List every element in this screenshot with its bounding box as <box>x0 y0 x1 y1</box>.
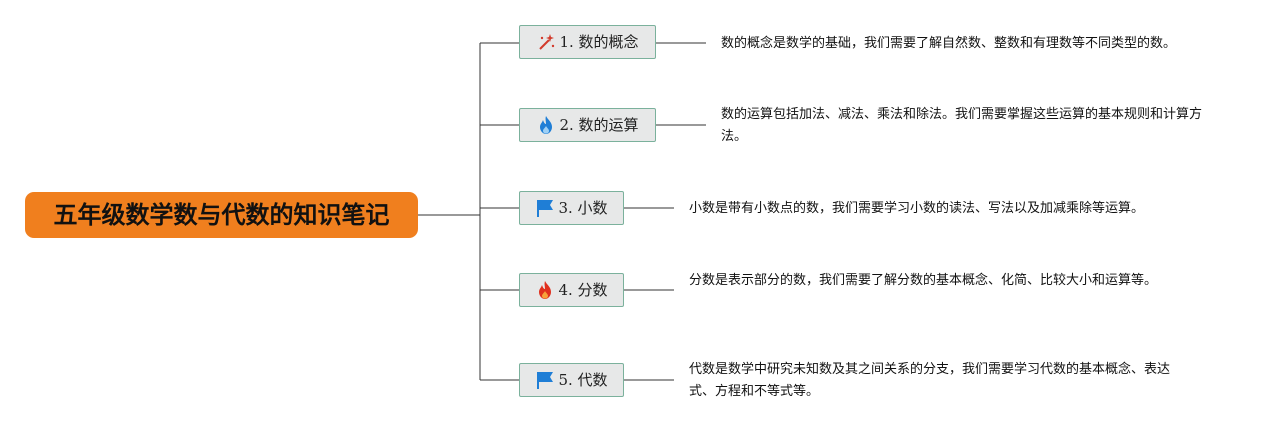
branch-label: 4. 分数 <box>558 281 608 299</box>
description-fractions: 分数是表示部分的数，我们需要了解分数的基本概念、化简、比较大小和运算等。 <box>689 273 1158 288</box>
description-number-operations: 数的运算包括加法、减法、乘法和除法。我们需要掌握这些运算的基本规则和计算方法。 <box>721 107 1203 144</box>
blue-flag-icon <box>535 198 555 218</box>
branch-algebra[interactable]: 5. 代数 <box>519 363 624 397</box>
fire-icon <box>535 280 555 300</box>
branch-decimals[interactable]: 3. 小数 <box>519 191 624 225</box>
branch-number-concept[interactable]: 1. 数的概念 <box>519 25 656 59</box>
branch-label: 1. 数的概念 <box>559 33 639 51</box>
branch-fractions[interactable]: 4. 分数 <box>519 273 624 307</box>
blue-flag-icon <box>535 370 555 390</box>
branch-label: 5. 代数 <box>558 371 608 389</box>
branch-label: 3. 小数 <box>558 199 608 217</box>
branch-number-operations[interactable]: 2. 数的运算 <box>519 108 656 142</box>
magic-wand-icon <box>536 32 556 52</box>
description-number-concept: 数的概念是数学的基础，我们需要了解自然数、整数和有理数等不同类型的数。 <box>721 36 1177 51</box>
description-decimals: 小数是带有小数点的数，我们需要学习小数的读法、写法以及加减乘除等运算。 <box>689 201 1145 216</box>
root-topic[interactable]: 五年级数学数与代数的知识笔记 <box>25 192 418 238</box>
branch-label: 2. 数的运算 <box>559 116 639 134</box>
flame-blue-icon <box>536 115 556 135</box>
description-algebra: 代数是数学中研究未知数及其之间关系的分支，我们需要学习代数的基本概念、表达式、方… <box>689 362 1171 399</box>
